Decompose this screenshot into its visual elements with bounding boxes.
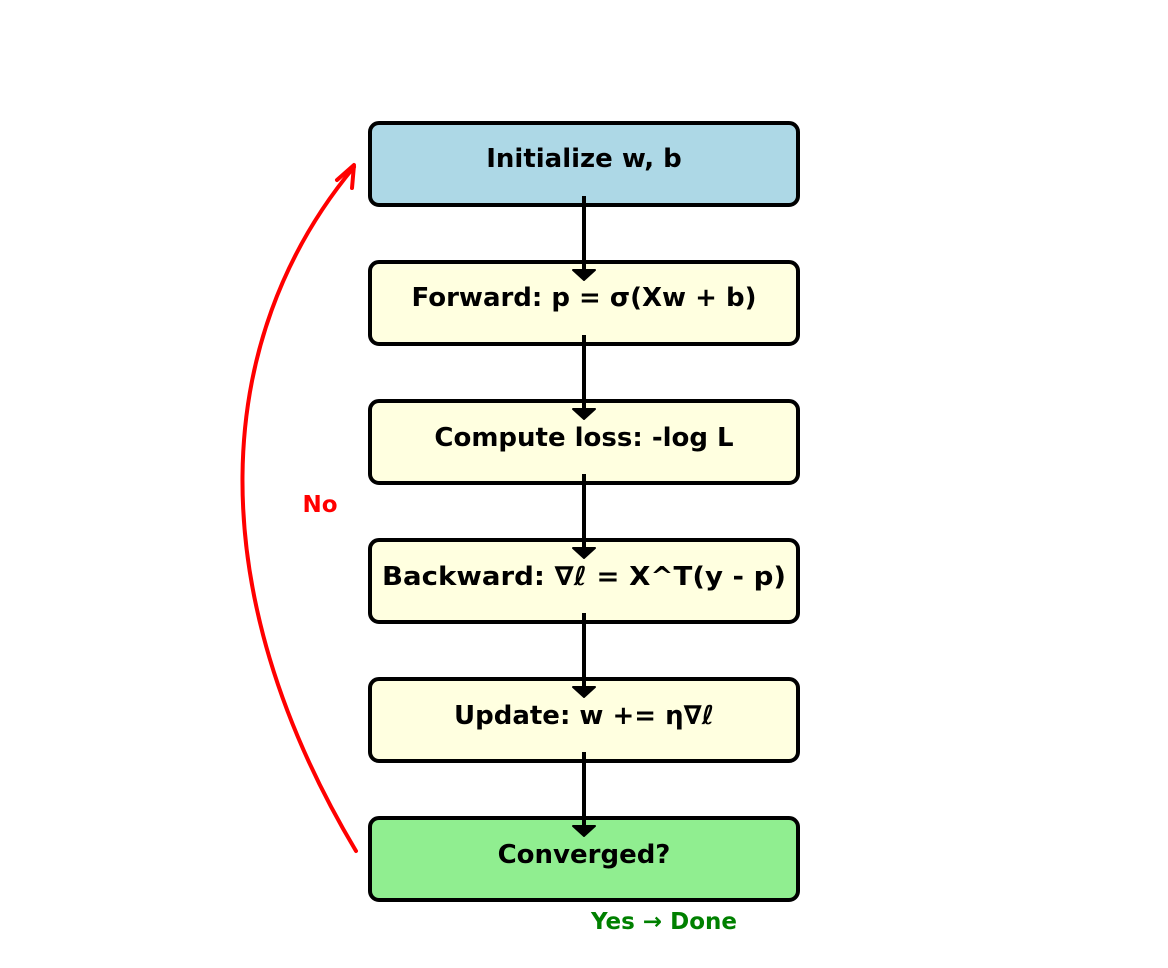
step-backward: Backward: ∇ℓ = X^T(y - p)	[368, 538, 800, 624]
exit-label-yes-done: Yes → Done	[590, 909, 737, 935]
connector-arrow-4	[572, 613, 596, 698]
step-update-label: Update: w += η∇ℓ	[454, 701, 714, 731]
connector-arrow-3	[572, 474, 596, 559]
step-backward-label: Backward: ∇ℓ = X^T(y - p)	[382, 562, 786, 592]
step-initialize: Initialize w, b	[368, 121, 800, 207]
step-initialize-label: Initialize w, b	[486, 144, 682, 174]
step-forward-label: Forward: p = σ(Xw + b)	[412, 283, 757, 313]
step-converged-label: Converged?	[498, 840, 671, 870]
loop-label-no: No	[302, 492, 337, 518]
connector-arrow-5	[572, 752, 596, 837]
connector-arrow-2	[572, 335, 596, 420]
loop-back-arrow	[240, 165, 358, 853]
loop-back-arrowhead	[335, 163, 356, 190]
step-compute-loss-label: Compute loss: -log L	[434, 423, 733, 453]
connector-arrow-1	[572, 196, 596, 281]
step-forward: Forward: p = σ(Xw + b)	[368, 260, 800, 346]
